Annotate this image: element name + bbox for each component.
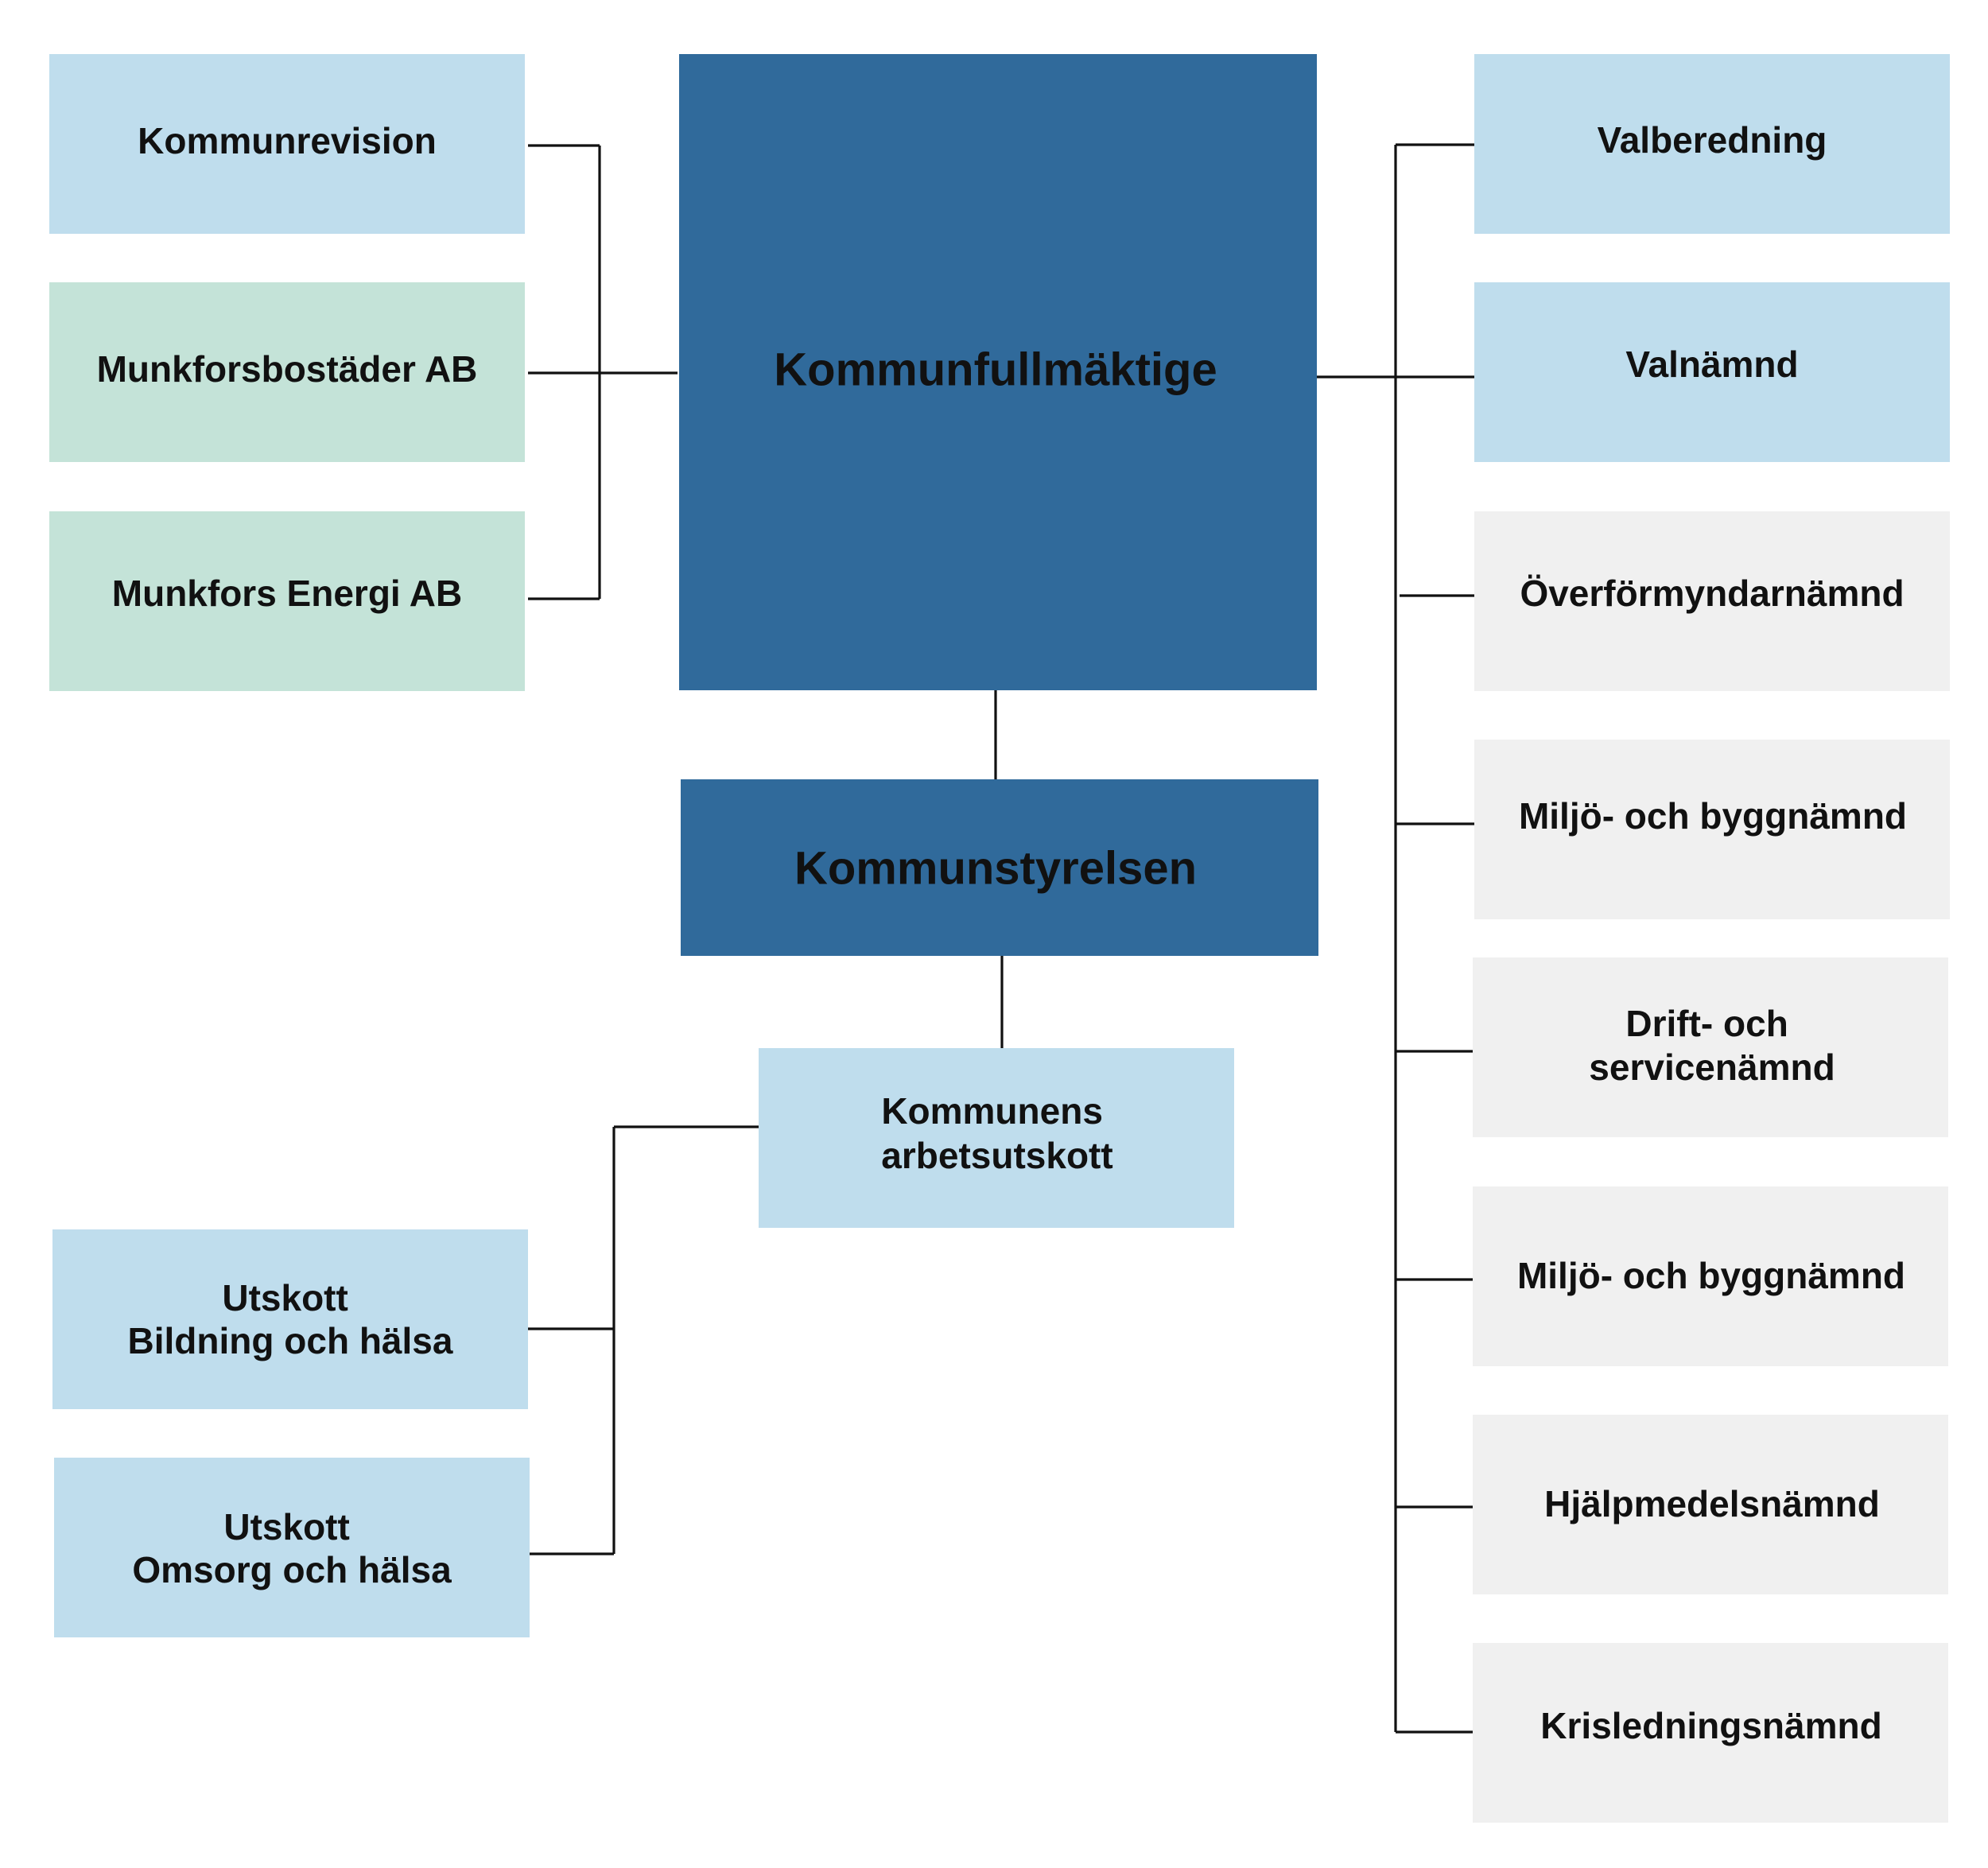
krisledningsnamnd-label: Krisledningsnämnd xyxy=(1540,1705,1881,1746)
drift-service-line-1: Drift- och xyxy=(1625,1003,1788,1044)
box-drift-och-servicenamnd[interactable]: Drift- och servicenämnd xyxy=(1473,957,1948,1137)
miljo-bygg-1-label: Miljö- och byggnämnd xyxy=(1519,795,1907,837)
munkfors-energi-label: Munkfors Energi AB xyxy=(112,573,462,614)
drift-service-line-2: servicenämnd xyxy=(1589,1047,1835,1088)
valnamnd-label: Valnämnd xyxy=(1625,344,1798,385)
box-krisledningsnamnd[interactable]: Krisledningsnämnd xyxy=(1473,1643,1948,1823)
box-munkforsbostader[interactable]: Munkforsbostäder AB xyxy=(49,282,525,462)
box-overformyndarnamnd[interactable]: Överförmyndarnämnd xyxy=(1474,511,1950,691)
box-kommunens-arbetsutskott[interactable]: Kommunens arbetsutskott xyxy=(759,1048,1234,1228)
box-munkfors-energi[interactable]: Munkfors Energi AB xyxy=(49,511,525,691)
kommunrevision-label: Kommunrevision xyxy=(138,120,437,161)
kommunens-arbetsutskott-line-2: arbetsutskott xyxy=(881,1135,1112,1176)
kommunens-arbetsutskott-line-1: Kommunens xyxy=(881,1090,1103,1132)
box-hjalpmedelsnamnd[interactable]: Hjälpmedelsnämnd xyxy=(1473,1415,1948,1594)
drift-service-label: Drift- och servicenämnd xyxy=(1589,1003,1835,1088)
box-kommunfullmaktige[interactable]: Kommunfullmäktige xyxy=(679,54,1317,690)
box-valnamnd[interactable]: Valnämnd xyxy=(1474,282,1950,462)
miljo-bygg-2-label: Miljö- och byggnämnd xyxy=(1517,1255,1905,1296)
munkforsbostader-label: Munkforsbostäder AB xyxy=(97,348,478,390)
utskott-bildning-label: Utskott Bildning och hälsa xyxy=(128,1277,453,1361)
hjalpmedelsnamnd-label: Hjälpmedelsnämnd xyxy=(1544,1483,1880,1524)
utskott-omsorg-label: Utskott Omsorg och hälsa xyxy=(132,1506,452,1590)
box-miljo-och-byggnamnd-1[interactable]: Miljö- och byggnämnd xyxy=(1474,740,1950,919)
kommunfullmaktige-label: Kommunfullmäktige xyxy=(774,344,1217,395)
utskott-omsorg-line-1: Utskott xyxy=(223,1506,349,1548)
kommunens-arbetsutskott-label: Kommunens arbetsutskott xyxy=(881,1090,1112,1176)
box-utskott-bildning-och-halsa[interactable]: Utskott Bildning och hälsa xyxy=(52,1229,528,1409)
box-valberedning[interactable]: Valberedning xyxy=(1474,54,1950,234)
overformyndarnamnd-label: Överförmyndarnämnd xyxy=(1520,573,1904,614)
box-kommunstyrelsen[interactable]: Kommunstyrelsen xyxy=(681,779,1318,956)
utskott-bildning-line-1: Utskott xyxy=(222,1277,348,1318)
connector-lines xyxy=(528,143,1474,1734)
valberedning-label: Valberedning xyxy=(1598,119,1827,161)
box-miljo-och-byggnamnd-2[interactable]: Miljö- och byggnämnd xyxy=(1473,1186,1948,1366)
kommunstyrelsen-label: Kommunstyrelsen xyxy=(794,842,1197,894)
utskott-omsorg-line-2: Omsorg och hälsa xyxy=(132,1549,452,1590)
utskott-bildning-line-2: Bildning och hälsa xyxy=(128,1320,453,1361)
box-utskott-omsorg-och-halsa[interactable]: Utskott Omsorg och hälsa xyxy=(54,1458,530,1637)
box-kommunrevision[interactable]: Kommunrevision xyxy=(49,54,525,234)
